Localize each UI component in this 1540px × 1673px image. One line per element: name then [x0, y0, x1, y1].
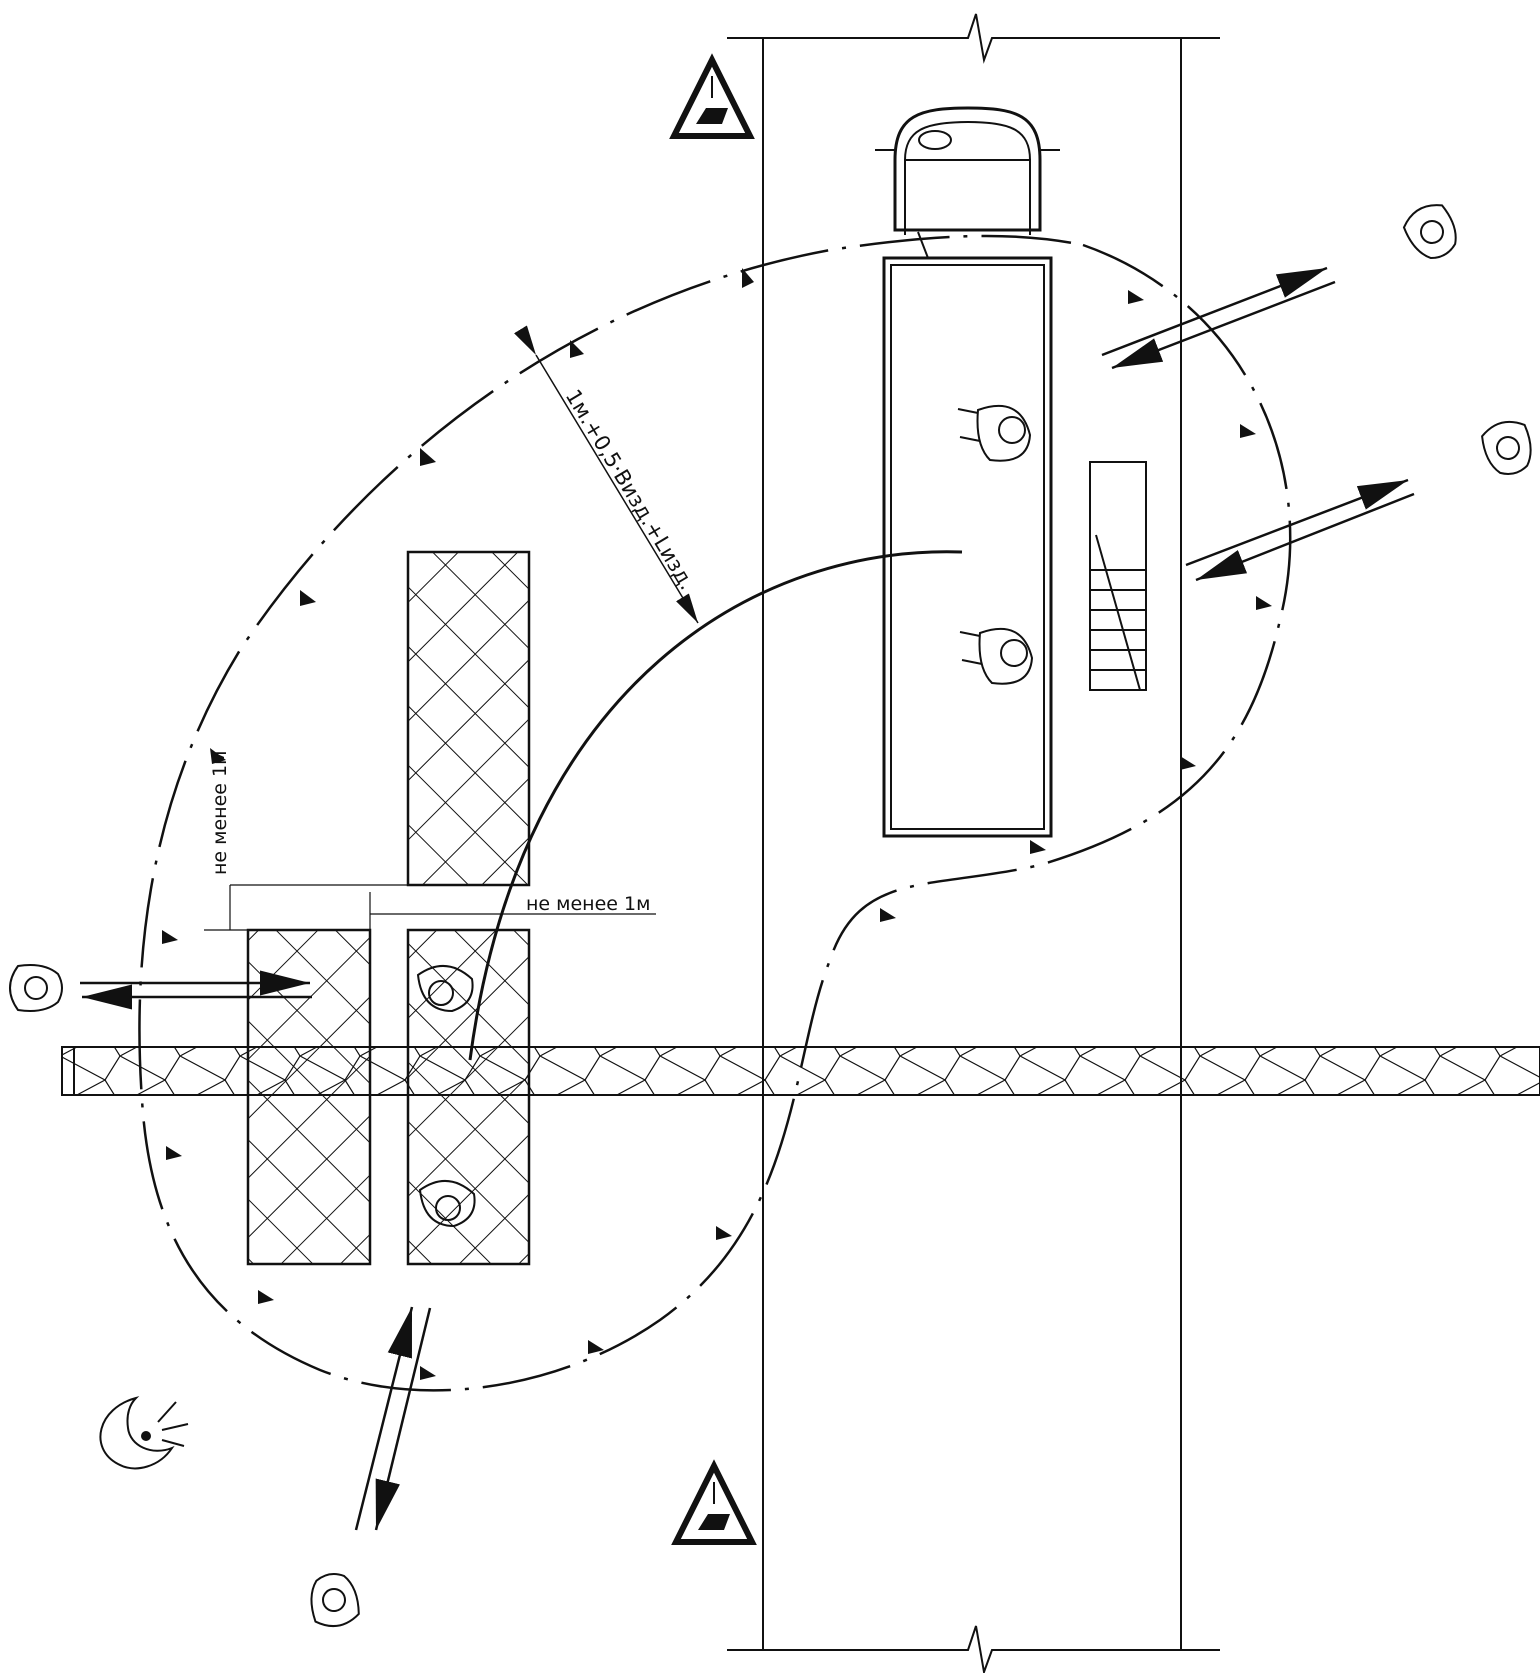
hazard-width-label: 1м.+0,5·Визд.+Lизд. [561, 385, 700, 594]
road-strip [727, 13, 1220, 1673]
pedestrian-icon [9, 964, 63, 1012]
direction-arrows [80, 266, 1415, 1531]
hazard-width-dimension: 1м.+0,5·Визд.+Lизд. [514, 325, 700, 624]
stop-sign-hand-icon [99, 1396, 189, 1470]
boom-swing-arc [468, 550, 963, 1061]
worker-icon [959, 628, 1034, 685]
warning-sign-icon [669, 53, 755, 139]
pedestrian-icon [1481, 420, 1532, 475]
truck-crane-icon [875, 106, 1060, 838]
stack-top [406, 550, 531, 887]
pedestrian-icons [9, 204, 1532, 1628]
fence-strip [61, 1046, 1540, 1096]
worker-icon [416, 964, 474, 1013]
break-line-top [727, 13, 1220, 64]
stack-bottom-right [406, 928, 531, 1266]
min-gap-vertical-label: не менее 1м [209, 751, 231, 875]
worker-icon [957, 405, 1032, 462]
worker-icons [416, 405, 1034, 1228]
stack-bottom-left [246, 928, 372, 1266]
ladder-icon [1089, 461, 1147, 691]
pedestrian-icon [1402, 204, 1457, 260]
material-stacks [246, 550, 531, 1266]
hazard-zone-boundary [138, 234, 1292, 1392]
warning-sign-icon [671, 1459, 757, 1545]
min-gap-horizontal-label: не менее 1м [526, 893, 650, 915]
worker-icon [418, 1179, 476, 1228]
break-line-bottom [727, 1625, 1220, 1673]
min-gap-dimensions: не менее 1м не менее 1м [204, 751, 656, 931]
pedestrian-icon [310, 1573, 360, 1628]
